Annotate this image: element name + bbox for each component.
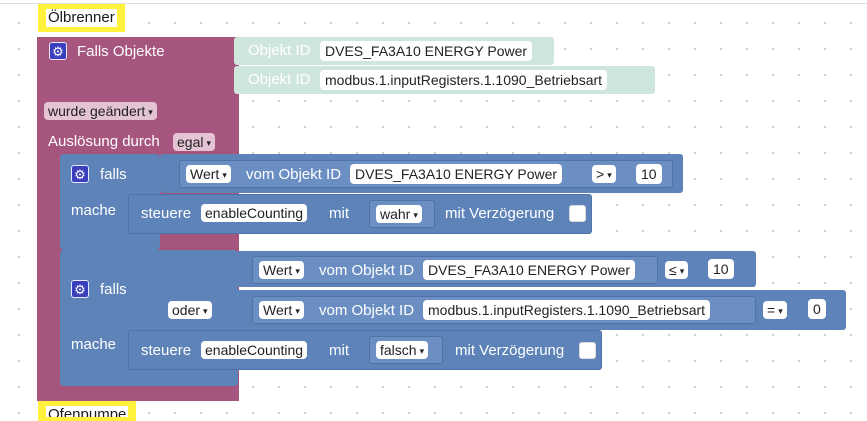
delay-checkbox[interactable] — [579, 342, 596, 359]
comment-text: Ofenpumpe — [46, 406, 129, 417]
target-dropdown[interactable]: enableCounting — [201, 204, 308, 222]
chevron-down-icon: ▾ — [607, 170, 612, 180]
chevron-down-icon: ▾ — [419, 346, 425, 356]
gear-icon[interactable]: ⚙ — [71, 280, 89, 298]
chevron-down-icon: ▾ — [679, 266, 685, 276]
gear-icon[interactable]: ⚙ — [49, 42, 67, 60]
value-dropdown[interactable]: Wert▾ — [259, 301, 304, 319]
compare-number[interactable]: 0 — [808, 299, 826, 319]
comment-ofenpumpe[interactable]: Ofenpumpe — [38, 401, 137, 421]
delay-checkbox[interactable] — [569, 205, 586, 222]
value-dropdown[interactable]: Wert▾ — [259, 261, 304, 279]
if1-mache-label: mache — [71, 202, 117, 219]
target-dropdown[interactable]: enableCounting — [201, 341, 308, 359]
comment-text: Ölbrenner — [46, 9, 117, 27]
value-of-object-1[interactable]: Wert▾ vom Objekt ID DVES_FA3A10 ENERGY P… — [179, 160, 673, 188]
value-of-object-2b[interactable]: Wert▾ vom Objekt ID modbus.1.inputRegist… — [252, 296, 756, 324]
chevron-down-icon: ▾ — [222, 170, 227, 180]
comment-oelbrenner[interactable]: Ölbrenner — [38, 4, 125, 32]
condition-dropdown[interactable]: wurde geändert▾ — [44, 102, 157, 120]
if2-falls-label: falls — [100, 281, 127, 298]
chevron-down-icon: ▾ — [778, 306, 783, 316]
value-dropdown[interactable]: Wert▾ — [186, 165, 231, 183]
object-id-block-2[interactable]: Objekt ID modbus.1.inputRegisters.1.1090… — [234, 66, 655, 94]
object-id-value[interactable]: DVES_FA3A10 ENERGY Power — [423, 260, 636, 280]
control-block-1[interactable]: steuere enableCounting mit wahr▾ mit Ver… — [128, 194, 592, 234]
compare-number[interactable]: 10 — [636, 164, 662, 184]
chevron-down-icon: ▾ — [295, 306, 300, 316]
chevron-down-icon: ▾ — [148, 107, 153, 117]
chevron-down-icon: ▾ — [206, 138, 211, 148]
if2-mache-label: mache — [71, 336, 117, 353]
trigger-dropdown[interactable]: egal▾ — [173, 133, 215, 151]
compare-number[interactable]: 10 — [708, 259, 734, 279]
operator-dropdown[interactable]: >▾ — [592, 165, 616, 183]
chevron-down-icon: ▾ — [295, 266, 300, 276]
bool-block[interactable]: falsch▾ — [369, 336, 443, 364]
bool-dropdown[interactable]: falsch▾ — [376, 341, 429, 359]
operator-dropdown[interactable]: ≤▾ — [665, 261, 689, 279]
object-id-value-1[interactable]: DVES_FA3A10 ENERGY Power — [320, 41, 533, 61]
chevron-down-icon: ▾ — [203, 306, 208, 316]
object-id-value-2[interactable]: modbus.1.inputRegisters.1.1090_Betriebsa… — [320, 70, 608, 90]
object-id-value[interactable]: DVES_FA3A10 ENERGY Power — [350, 164, 563, 184]
trigger-title: Falls Objekte — [77, 43, 165, 60]
object-id-block-1[interactable]: Objekt ID DVES_FA3A10 ENERGY Power — [234, 37, 554, 65]
object-id-value[interactable]: modbus.1.inputRegisters.1.1090_Betriebsa… — [423, 300, 711, 320]
trigger-label: Auslösung durch — [48, 133, 160, 150]
logic-dropdown[interactable]: oder▾ — [168, 301, 212, 319]
control-block-2[interactable]: steuere enableCounting mit falsch▾ mit V… — [128, 330, 602, 370]
value-of-object-2a[interactable]: Wert▾ vom Objekt ID DVES_FA3A10 ENERGY P… — [252, 256, 658, 284]
operator-dropdown[interactable]: =▾ — [763, 301, 787, 319]
chevron-down-icon: ▾ — [413, 210, 418, 220]
gear-icon[interactable]: ⚙ — [71, 165, 89, 183]
workspace-top-border — [0, 3, 867, 4]
bool-block[interactable]: wahr▾ — [369, 200, 435, 228]
bool-dropdown[interactable]: wahr▾ — [376, 205, 422, 223]
if1-falls-label: falls — [100, 166, 127, 183]
